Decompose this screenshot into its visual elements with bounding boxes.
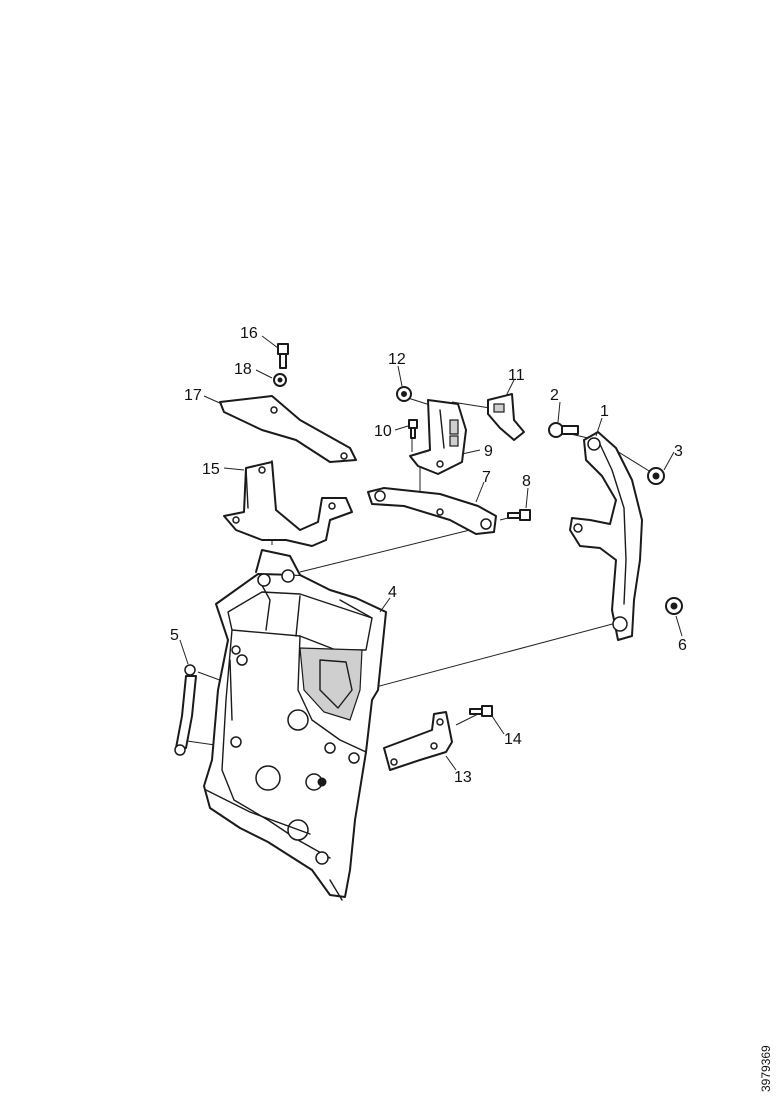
part-4-main-bracket <box>203 549 387 901</box>
part-13-angle-bracket <box>383 711 453 771</box>
part-11-clip <box>487 393 525 441</box>
part-12-nut <box>396 386 412 402</box>
callout-12: 12 <box>388 351 406 368</box>
callout-labels: 1 2 3 4 5 6 7 8 9 10 11 12 13 14 15 16 1… <box>170 325 687 786</box>
callout-17: 17 <box>184 387 202 404</box>
part-16-bolt <box>277 343 289 369</box>
part-15-mount-bracket <box>223 461 353 547</box>
callout-6: 6 <box>678 637 687 654</box>
callout-11: 11 <box>508 367 525 384</box>
part-14-bolt <box>469 705 493 717</box>
part-1-arm <box>569 431 643 641</box>
callout-14: 14 <box>504 731 522 748</box>
part-8-bolt <box>507 509 531 521</box>
part-7-bar-plate <box>367 487 497 535</box>
callout-2: 2 <box>550 387 559 404</box>
callout-9: 9 <box>484 443 493 460</box>
callout-15: 15 <box>202 461 220 478</box>
part-2-bolt <box>548 422 579 438</box>
part-6-nut <box>665 597 683 615</box>
part-18-nut <box>273 373 287 387</box>
part-10-screw <box>408 419 418 439</box>
callout-4: 4 <box>388 584 397 601</box>
callout-7: 7 <box>482 469 491 486</box>
part-17-upper-plate <box>219 395 357 463</box>
callout-13: 13 <box>454 769 472 786</box>
callout-5: 5 <box>170 627 179 644</box>
callout-leaders <box>179 335 683 771</box>
callout-3: 3 <box>674 443 683 460</box>
callout-16: 16 <box>240 325 258 342</box>
reference-code: 3979369 <box>759 1045 773 1092</box>
callout-8: 8 <box>522 473 531 490</box>
callout-10: 10 <box>374 423 392 440</box>
part-9-small-bracket <box>409 399 467 475</box>
part-3-nut <box>647 467 665 485</box>
callout-18: 18 <box>234 361 252 378</box>
callout-1: 1 <box>600 403 609 420</box>
part-5-strut <box>174 664 197 756</box>
